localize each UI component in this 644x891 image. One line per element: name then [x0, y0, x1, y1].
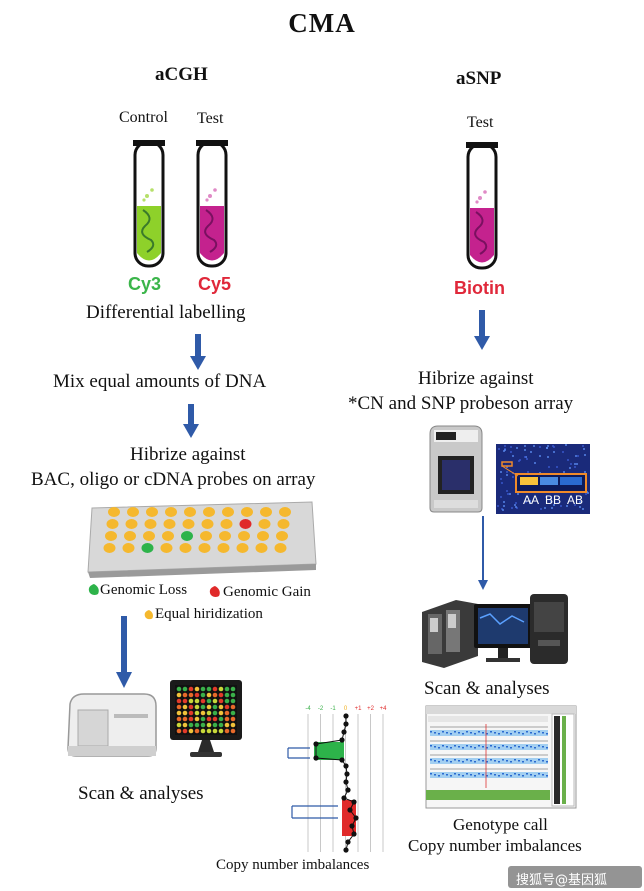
genotype-image — [496, 444, 590, 514]
equal-hybridization-icon — [144, 610, 153, 620]
genomic-loss-icon — [88, 584, 99, 595]
legend-equal-hybridization: Equal hiridization — [155, 606, 263, 622]
control-tube-icon — [133, 140, 165, 268]
asnp-scan-analyses: Scan & analyses — [424, 678, 550, 699]
acgh-step-hibrize: Hibrize against — [130, 444, 246, 465]
page-title: CMA — [288, 8, 356, 38]
genomic-gain-icon — [209, 586, 220, 597]
software-screenshot — [425, 705, 577, 809]
watermark: 搜狐号@基因狐 — [516, 873, 608, 888]
monitor-icon — [170, 680, 242, 757]
legend-genomic-gain: Genomic Gain — [223, 584, 311, 600]
asnp-step-hibrize: Hibrize against — [418, 368, 534, 389]
arrow-down-icon — [474, 310, 490, 350]
arrow-down-icon — [478, 516, 488, 590]
asnp-test-tube-label: Test — [467, 114, 494, 131]
acgh-scan-analyses: Scan & analyses — [78, 783, 204, 804]
arrow-down-icon — [183, 404, 199, 438]
biotin-label: Biotin — [454, 278, 505, 298]
acgh-step-probes: BAC, oligo or cDNA probes on array — [31, 469, 316, 490]
asnp-copy-number: Copy number imbalances — [408, 836, 582, 855]
genotype-label-bb: BB — [545, 493, 562, 507]
svg-text:-4: -4 — [305, 706, 311, 712]
test-tube-label: Test — [197, 110, 224, 127]
acgh-step-mix: Mix equal amounts of DNA — [53, 371, 267, 392]
svg-text:0: 0 — [344, 706, 348, 712]
test-tube-icon — [196, 140, 228, 268]
scanner-icon — [67, 693, 157, 757]
svg-text:+1: +1 — [355, 706, 363, 712]
acgh-heading: aCGH — [155, 64, 208, 85]
asnp-test-tube-icon — [466, 142, 498, 270]
control-tube-label: Control — [119, 109, 168, 126]
arrow-down-icon — [190, 334, 206, 370]
acgh-step-labelling: Differential labelling — [86, 302, 246, 323]
svg-text:+4: +4 — [380, 706, 388, 712]
asnp-step-probes: *CN and SNP probeson array — [348, 393, 574, 414]
genotype-label-ab: AB — [567, 493, 584, 507]
asnp-heading: aSNP — [456, 68, 502, 89]
cy3-label: Cy3 — [128, 274, 162, 294]
microarray-slide — [87, 501, 317, 578]
cy5-label: Cy5 — [198, 274, 232, 294]
copy-number-caption: Copy number imbalances — [216, 857, 370, 873]
svg-text:+2: +2 — [367, 706, 375, 712]
genotype-label-aa: AA — [523, 493, 540, 507]
legend-genomic-loss: Genomic Loss — [100, 582, 188, 598]
asnp-genotype-call: Genotype call — [453, 815, 548, 834]
chip-cartridge-icon — [429, 425, 483, 513]
watermark-background — [508, 866, 642, 888]
copy-number-plot: -4 -2 -1 0 +1 +2 +4 — [287, 706, 388, 853]
scanner-workstation-icon — [422, 594, 568, 668]
svg-text:-2: -2 — [318, 706, 324, 712]
svg-text:-1: -1 — [330, 706, 336, 712]
arrow-down-icon — [116, 616, 132, 688]
